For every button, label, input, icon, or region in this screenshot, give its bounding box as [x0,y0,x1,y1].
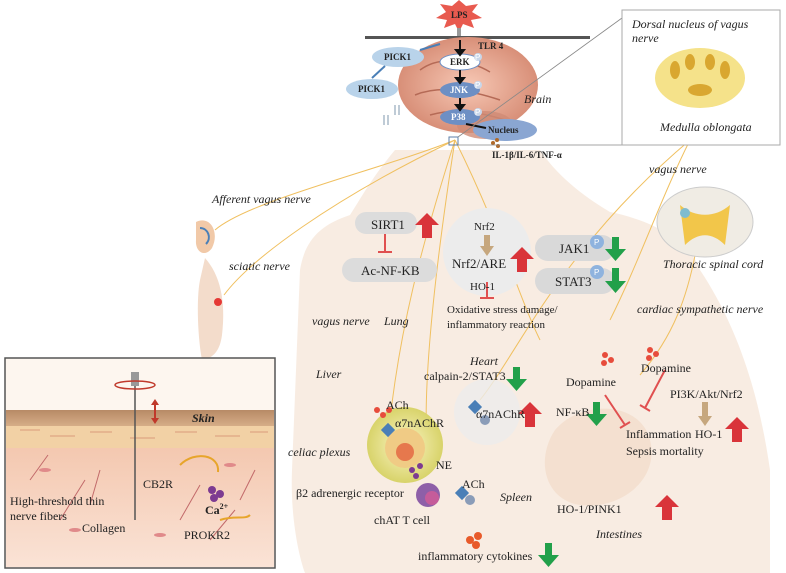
oxidative-label: Oxidative stress damage/ inflammatory re… [447,304,558,331]
heart-circle [454,379,520,445]
ac-nfkb-box [342,258,437,282]
high-thin-label: High-threshold thin nerve fibers [10,494,105,523]
pick1-label-a: PICK1 [384,52,411,62]
ca-label: Ca2+ [205,502,229,517]
p38-label: P38 [451,112,466,122]
tlr4-label: TLR 4 [478,41,504,51]
vagus-right-label: vagus nerve [649,162,707,176]
cytokines-top-label: IL-1β/IL-6/TNF-α [492,150,562,160]
erk-label: ERK [450,57,470,67]
brain-label: Brain [524,92,552,106]
ho1-right-label: HO-1 [695,427,723,441]
sirt1-label: SIRT1 [371,217,405,232]
down-arrow-icon [506,237,626,567]
leg-shape [197,258,224,360]
pick1-node-b [346,79,398,99]
lps-label: LPS [451,10,468,20]
dopamine-label-b: Dopamine [641,361,691,375]
lung-label: Lung [384,314,409,328]
p38-node [440,109,480,125]
intestine-shape [544,408,652,506]
medulla-label: Medulla oblongata [660,120,752,134]
ho1-lung-label: HO-1 [470,281,496,293]
jnk-label: JNK [450,85,468,95]
sepsis-label: Sepsis mortality [626,444,704,458]
afferent-vagus-label: Afferent vagus nerve [212,192,311,206]
pick1-node-a [372,47,424,67]
a7-heart-label: α7nAChR [476,407,525,421]
spleen-label: Spleen [500,490,532,504]
svg-text:P: P [475,53,480,62]
sciatic-label: sciatic nerve [229,259,290,273]
jak1-label: JAK1 [559,241,590,256]
cardiac-symp-label: cardiac sympathetic nerve [637,302,764,316]
ach-liver-label: ACh [386,398,409,412]
svg-text:P: P [475,81,480,90]
prokr2-label: PROKR2 [184,528,231,542]
skin-label: Skin [192,411,215,425]
jnk-node [440,82,480,98]
stat3-label: STAT3 [555,274,592,289]
inflam-cytokines-label: inflammatory cytokines [418,549,533,563]
svg-text:P: P [475,108,480,117]
inflammation-label: Inflammation [626,427,692,441]
ca-text: Ca [205,503,220,517]
thoracic-label: Thoracic spinal cord [663,257,764,271]
liver-label: Liver [316,367,342,381]
ne-label: NE [436,458,452,472]
cb2r-label: CB2R [143,477,174,491]
heart-label: Heart [470,354,498,368]
dopamine-label-a: Dopamine [566,375,616,389]
ac-nfkb-label: Ac-NF-KB [361,263,420,278]
celiac-label: celiac plexus [288,445,351,459]
nrf2-are-label: Nrf2/ARE [452,256,507,271]
chat-label: chAT T cell [374,513,430,527]
ho1-pink1-label: HO-1/PINK1 [557,502,622,516]
nucleus-label: Nucleus [488,125,519,135]
sirt1-box [355,212,417,234]
a7-liver-label: α7nAChR [395,416,444,430]
pi3k-label: PI3K/Akt/Nrf2 [670,387,743,401]
dnv-label: Dorsal nucleus of vagus nerve [632,17,749,45]
nfkb-label: NF-κB [556,405,590,419]
pick1-label-b: PICK1 [358,84,385,94]
svg-text:P: P [594,238,599,247]
nucleus-node [473,119,537,141]
svg-text:P: P [594,268,599,277]
ach-spleen-label: ACh [462,477,485,491]
b2-label: β2 adrenergic receptor [296,486,404,500]
collagen-label: Collagen [82,521,126,535]
nrf2-label: Nrf2 [474,221,495,233]
intestines-label: Intestines [596,527,642,541]
ca-superscript: 2+ [219,502,229,511]
calpain-label: calpain-2/STAT3 [424,369,506,383]
vagus-lung-label: vagus nerve [312,314,370,328]
lps-burst [436,0,482,32]
up-arrow-icon [415,213,749,520]
